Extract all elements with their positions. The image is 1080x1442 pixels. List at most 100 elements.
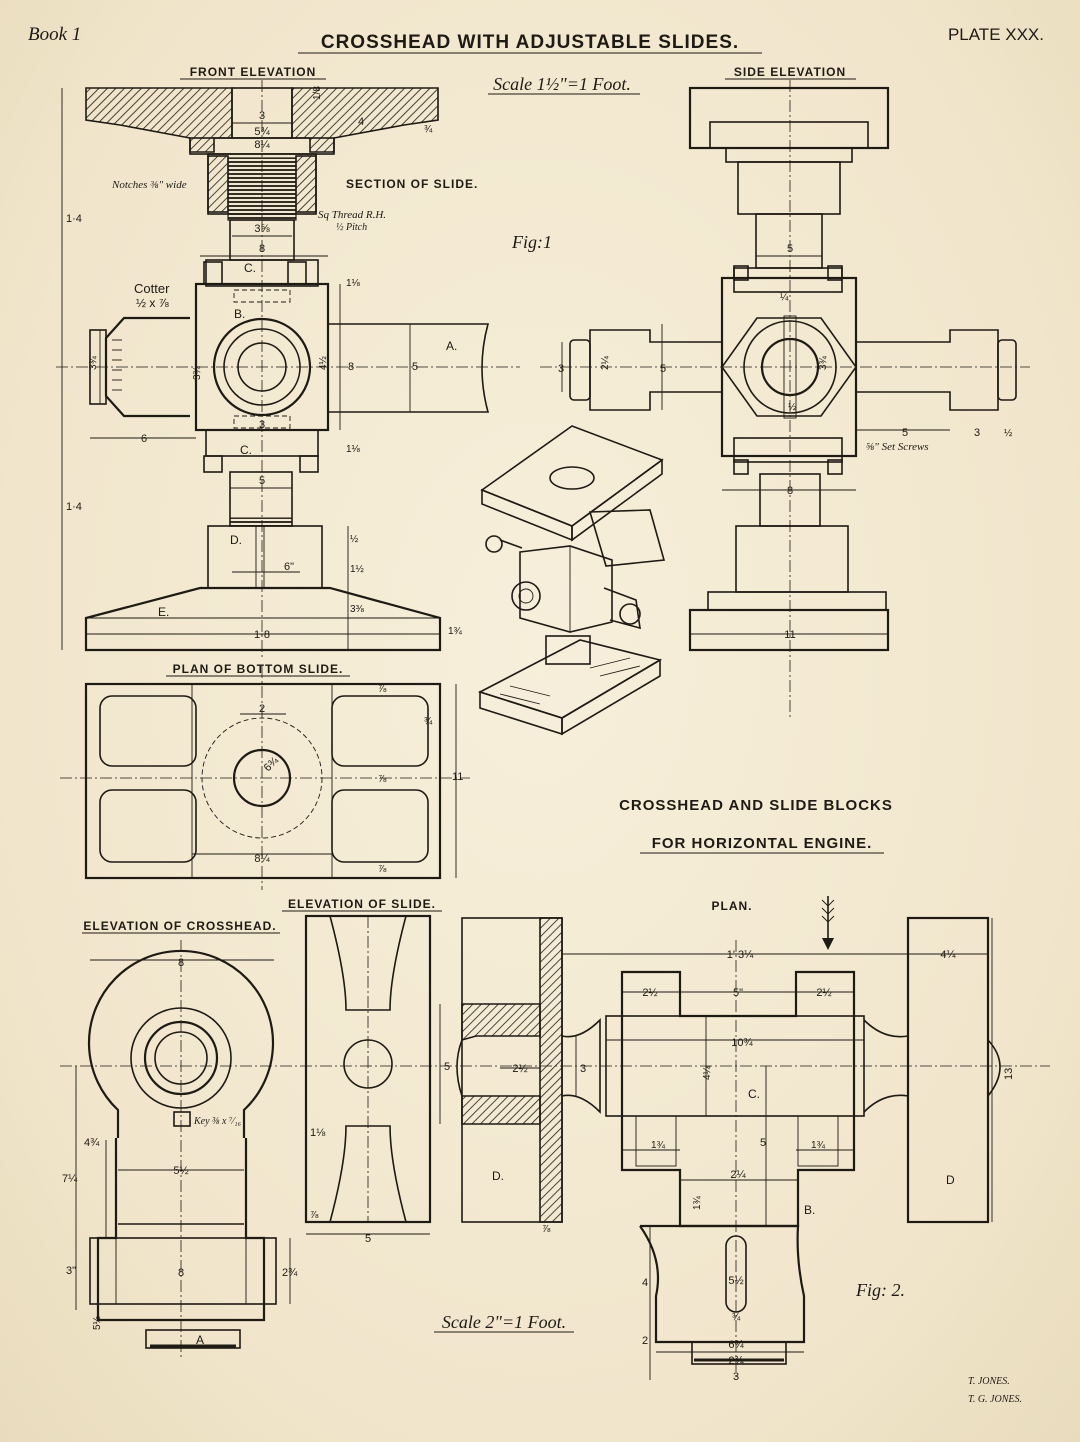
nut-top-right (287, 261, 307, 285)
isometric-view (477, 425, 666, 736)
bottom-slide-plate (84, 682, 442, 880)
plan-rod-end (691, 1341, 787, 1365)
credit-line-2: T. G. JONES. (968, 1394, 1022, 1405)
svg-text:1⅛: 1⅛ (346, 444, 361, 455)
nut-top-left (203, 261, 223, 285)
nut-bot-right (299, 455, 319, 473)
svg-text:8: 8 (178, 1267, 184, 1279)
svg-text:4¼: 4¼ (940, 949, 956, 961)
plan-crosshead (620, 970, 856, 1228)
svg-text:⅞: ⅞ (542, 1224, 551, 1235)
svg-text:3: 3 (974, 427, 980, 439)
svg-text:11: 11 (784, 629, 795, 641)
se-spindle (755, 213, 823, 269)
part-b: B. (234, 307, 245, 321)
svg-text:4¼: 4¼ (701, 1065, 713, 1080)
svg-text:3¾: 3¾ (818, 355, 829, 370)
svg-text:⅞: ⅞ (378, 684, 387, 695)
subtitle-line-2: FOR HORIZONTAL ENGINE. (652, 835, 873, 852)
nut-left-hatch (207, 155, 229, 213)
notches-note: Notches ⅜" wide (111, 179, 187, 191)
svg-text:8: 8 (259, 243, 265, 255)
key-slot (173, 1111, 191, 1127)
svg-text:4: 4 (358, 116, 364, 128)
svg-text:2¼: 2¼ (599, 355, 611, 370)
svg-text:¾: ¾ (424, 124, 433, 135)
svg-text:2½: 2½ (642, 987, 657, 999)
svg-text:1·4: 1·4 (66, 501, 82, 513)
svg-text:5½: 5½ (728, 1275, 743, 1287)
svg-text:5: 5 (902, 427, 908, 439)
side-elevation: SIDE ELEVATION (540, 65, 1030, 720)
svg-text:13: 13 (1003, 1068, 1015, 1080)
svg-text:6¾: 6¾ (728, 1339, 744, 1351)
svg-text:10¾: 10¾ (731, 1037, 753, 1049)
svg-text:½: ½ (350, 534, 359, 545)
front-elevation-title: FRONT ELEVATION (190, 65, 317, 79)
elevation-of-slide: ELEVATION OF SLIDE. 1⅛ ⅞ 5 (282, 897, 442, 1245)
piston-rod (328, 323, 490, 413)
plan-bottom-slide: PLAN OF BOTTOM SLIDE. 2 ⅞ ¾ 6¾ ⅞ 11 8¼ ⅞ (60, 662, 470, 890)
front-elevation: FRONT ELEVATION (56, 65, 520, 660)
svg-text:2¾: 2¾ (282, 1267, 298, 1279)
set-screws-note: ⅝" Set Screws (866, 441, 929, 453)
svg-text:½: ½ (1004, 428, 1013, 439)
credit-line-1: T. JONES. (968, 1376, 1010, 1387)
subtitle-block: CROSSHEAD AND SLIDE BLOCKS FOR HORIZONTA… (619, 797, 893, 854)
header: Book 1 CROSSHEAD WITH ADJUSTABLE SLIDES.… (28, 24, 1044, 95)
se-pin-right (856, 329, 999, 411)
svg-text:1¾: 1¾ (811, 1140, 826, 1151)
svg-text:6": 6" (284, 561, 294, 573)
key-note: Key ⅜ x ⁷⁄₁₆ (193, 1116, 242, 1127)
crosshead-gudgeon-block (89, 1237, 277, 1305)
piston-rod-end (145, 1329, 241, 1349)
plan-rod-neck (639, 1224, 806, 1344)
section-of-slide-title: SECTION OF SLIDE. (346, 177, 478, 191)
svg-text:⅞: ⅞ (310, 1210, 319, 1221)
svg-text:6¾: 6¾ (262, 754, 282, 774)
svg-text:8: 8 (348, 361, 354, 373)
svg-text:5: 5 (660, 363, 666, 375)
part-a-lower: A (196, 1333, 204, 1347)
svg-text:7¼: 7¼ (62, 1173, 78, 1185)
svg-text:3: 3 (558, 363, 564, 375)
svg-text:3¾: 3¾ (88, 355, 99, 370)
se-cap-top (733, 267, 843, 293)
svg-text:3⅝: 3⅝ (254, 223, 270, 235)
svg-text:1⅛: 1⅛ (346, 278, 361, 289)
se-bottom-plate (688, 608, 890, 652)
side-elevation-title: SIDE ELEVATION (734, 65, 846, 79)
part-e: E. (158, 605, 169, 619)
plate-number: PLATE XXX. (948, 25, 1044, 44)
se-bottom-slide (707, 591, 887, 611)
svg-text:1¾: 1¾ (448, 626, 463, 637)
part-d-right: D (946, 1173, 955, 1187)
svg-text:¾: ¾ (732, 1312, 741, 1323)
svg-text:6: 6 (141, 433, 147, 445)
svg-text:1·4: 1·4 (66, 213, 82, 225)
svg-text:2: 2 (259, 703, 265, 715)
nut-right-hatch (295, 155, 317, 213)
svg-text:4½: 4½ (318, 355, 329, 370)
part-c-top: C. (244, 261, 256, 275)
plan-bottom-slide-title: PLAN OF BOTTOM SLIDE. (173, 662, 344, 676)
part-b-plan: B. (804, 1203, 815, 1217)
svg-text:⅞: ⅞ (378, 774, 387, 785)
se-top-slide (709, 121, 869, 149)
svg-text:4: 4 (642, 1277, 648, 1289)
svg-text:3: 3 (259, 419, 265, 431)
svg-text:8: 8 (787, 485, 793, 497)
svg-text:2½: 2½ (512, 1063, 527, 1075)
plan-slide-right (906, 916, 990, 1224)
se-top-plate (688, 86, 890, 150)
scale-top: Scale 1½"=1 Foot. (493, 74, 631, 94)
svg-text:1⅛: 1⅛ (310, 1127, 326, 1139)
top-slide-section (85, 87, 233, 153)
svg-text:3": 3" (66, 1265, 76, 1277)
svg-text:3⅜: 3⅜ (350, 604, 365, 615)
cotter-note-2: ½ x ⅞ (136, 296, 170, 310)
svg-text:5: 5 (760, 1137, 766, 1149)
subtitle-line-1: CROSSHEAD AND SLIDE BLOCKS (619, 797, 893, 814)
lower-thread (229, 517, 293, 527)
